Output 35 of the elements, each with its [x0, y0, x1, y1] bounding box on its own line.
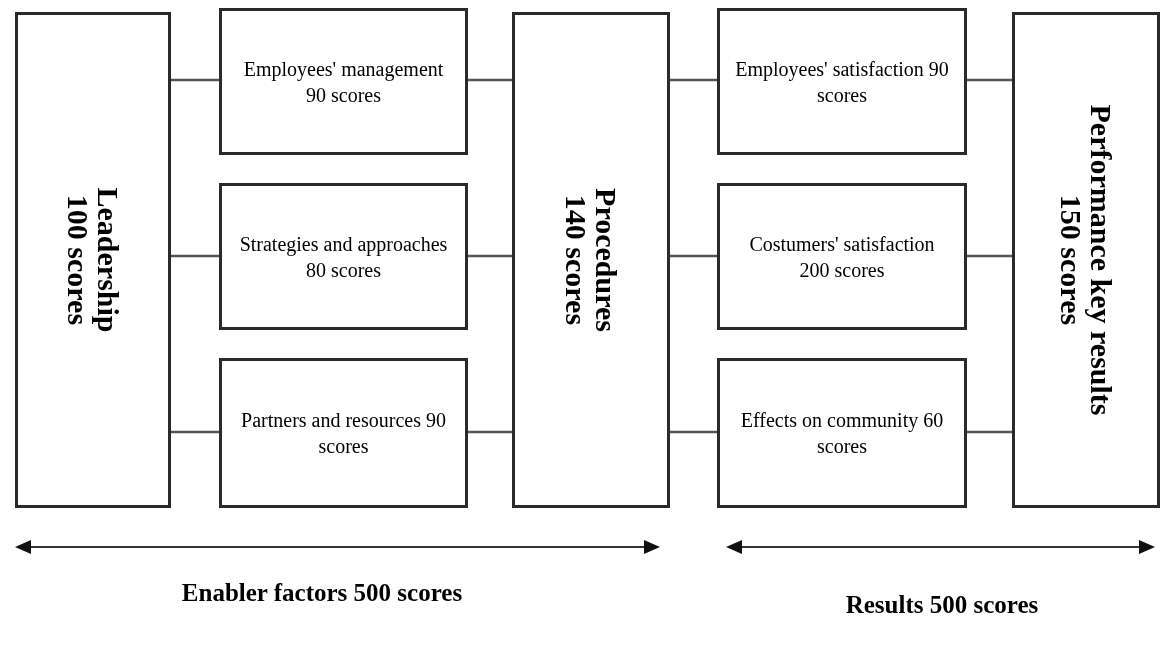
box-title: Leadership [93, 187, 123, 333]
score-text: 140 scores [561, 193, 591, 328]
box-text: Employees' management 90 scores [242, 56, 445, 108]
box-text: Strategies and approaches 80 scores [238, 231, 449, 283]
connector-line [468, 78, 512, 82]
process-box [1012, 12, 1160, 508]
connector-line [670, 78, 717, 82]
box-title: Performance key results [1086, 104, 1116, 416]
score-text: 100 scores [63, 194, 93, 326]
process-box [717, 8, 967, 155]
connector-line [468, 430, 512, 434]
score-text: 150 scores [1056, 193, 1086, 328]
connector-line [967, 254, 1012, 258]
connector-line [670, 430, 717, 434]
connector-line [967, 78, 1012, 82]
connector-line [171, 430, 219, 434]
box-title: Procedures [591, 188, 621, 332]
group-label: Results 500 scores [844, 590, 1040, 620]
process-box [512, 12, 670, 508]
box-text: Employees' satisfaction 90 scores [734, 56, 950, 108]
process-box [219, 8, 468, 155]
box-text: Costumers' satisfaction 200 scores [748, 231, 936, 283]
box-text: Effects on community 60 scores [739, 408, 945, 459]
connector-line [670, 254, 717, 258]
process-box [219, 183, 468, 330]
connector-line [468, 254, 512, 258]
connector-line [171, 254, 219, 258]
connector-line [171, 78, 219, 82]
group-label: Enabler factors 500 scores [180, 578, 464, 608]
process-box [717, 358, 967, 508]
box-text: Partners and resources 90 scores [240, 408, 447, 459]
process-box [15, 12, 171, 508]
process-box [219, 358, 468, 508]
connector-line [967, 430, 1012, 434]
process-box [717, 183, 967, 330]
